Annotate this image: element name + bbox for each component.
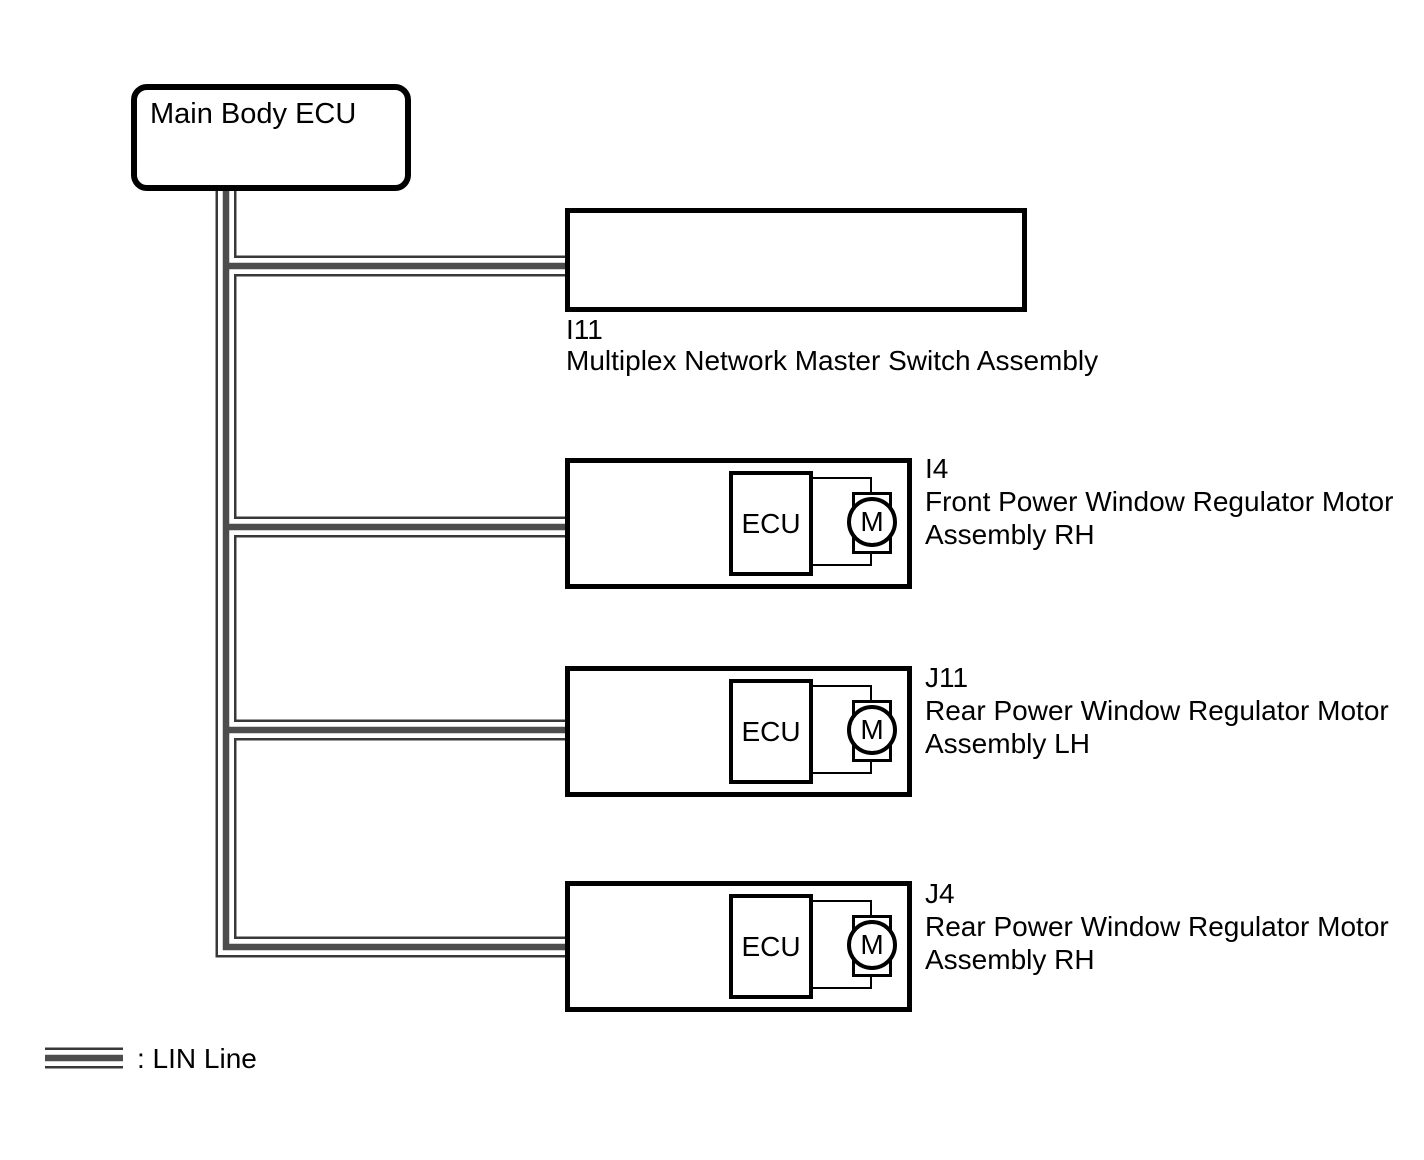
node-code: J11 <box>925 662 969 693</box>
ecu-label: ECU <box>741 507 801 539</box>
lin-line-gap-layer <box>45 184 575 1066</box>
node-name-line: Front Power Window Regulator Motor <box>925 486 1394 517</box>
motor-wire <box>870 973 872 989</box>
node-j4-label: J4 Rear Power Window Regulator Motor Ass… <box>925 877 1389 976</box>
motor-label: M <box>860 929 884 960</box>
node-name-line: Rear Power Window Regulator Motor <box>925 695 1389 726</box>
motor-symbol: M <box>847 920 897 970</box>
motor-wire <box>870 900 872 918</box>
node-name-line: Assembly RH <box>925 519 1095 550</box>
node-i4-box: M ECU <box>565 458 912 589</box>
ecu-inner-box: ECU <box>729 679 813 784</box>
lin-line-outline-layer <box>45 184 575 1069</box>
motor-wire <box>812 772 872 774</box>
node-j4-box: M ECU <box>565 881 912 1012</box>
motor-wire <box>870 758 872 774</box>
node-name-line: Multiplex Network Master Switch Assembly <box>566 345 1099 376</box>
main-body-ecu-label: Main Body ECU <box>150 98 357 130</box>
motor-wire <box>812 900 872 902</box>
node-j11-label: J11 Rear Power Window Regulator Motor As… <box>925 661 1389 760</box>
lin-trunk-core <box>222 184 575 951</box>
ecu-label: ECU <box>741 930 801 962</box>
motor-wire <box>870 550 872 566</box>
motor-wire <box>812 987 872 989</box>
legend-label: : LIN Line <box>137 1043 257 1074</box>
lin-line-core-layer <box>45 184 575 1062</box>
lin-trunk-outline <box>215 184 575 958</box>
node-name-line: Rear Power Window Regulator Motor <box>925 911 1389 942</box>
motor-label: M <box>860 714 884 745</box>
node-name-line: Assembly RH <box>925 944 1095 975</box>
ecu-label: ECU <box>741 715 801 747</box>
motor-symbol: M <box>847 705 897 755</box>
motor-wire <box>812 477 872 479</box>
node-i11-box <box>565 208 1027 312</box>
motor-label: M <box>860 506 884 537</box>
motor-symbol: M <box>847 497 897 547</box>
ecu-inner-box: ECU <box>729 894 813 999</box>
node-code: I4 <box>925 453 949 484</box>
node-code: I11 <box>566 314 603 345</box>
node-j11-box: M ECU <box>565 666 912 797</box>
motor-wire <box>870 685 872 703</box>
ecu-inner-box: ECU <box>729 471 813 576</box>
node-code: J4 <box>925 878 955 909</box>
motor-wire <box>812 564 872 566</box>
motor-wire <box>870 477 872 495</box>
node-i11-label: I11 Multiplex Network Master Switch Asse… <box>566 314 1098 376</box>
main-body-ecu-box: Main Body ECU <box>131 84 411 191</box>
node-i4-label: I4 Front Power Window Regulator Motor As… <box>925 452 1393 551</box>
motor-wire <box>812 685 872 687</box>
node-name-line: Assembly LH <box>925 728 1090 759</box>
